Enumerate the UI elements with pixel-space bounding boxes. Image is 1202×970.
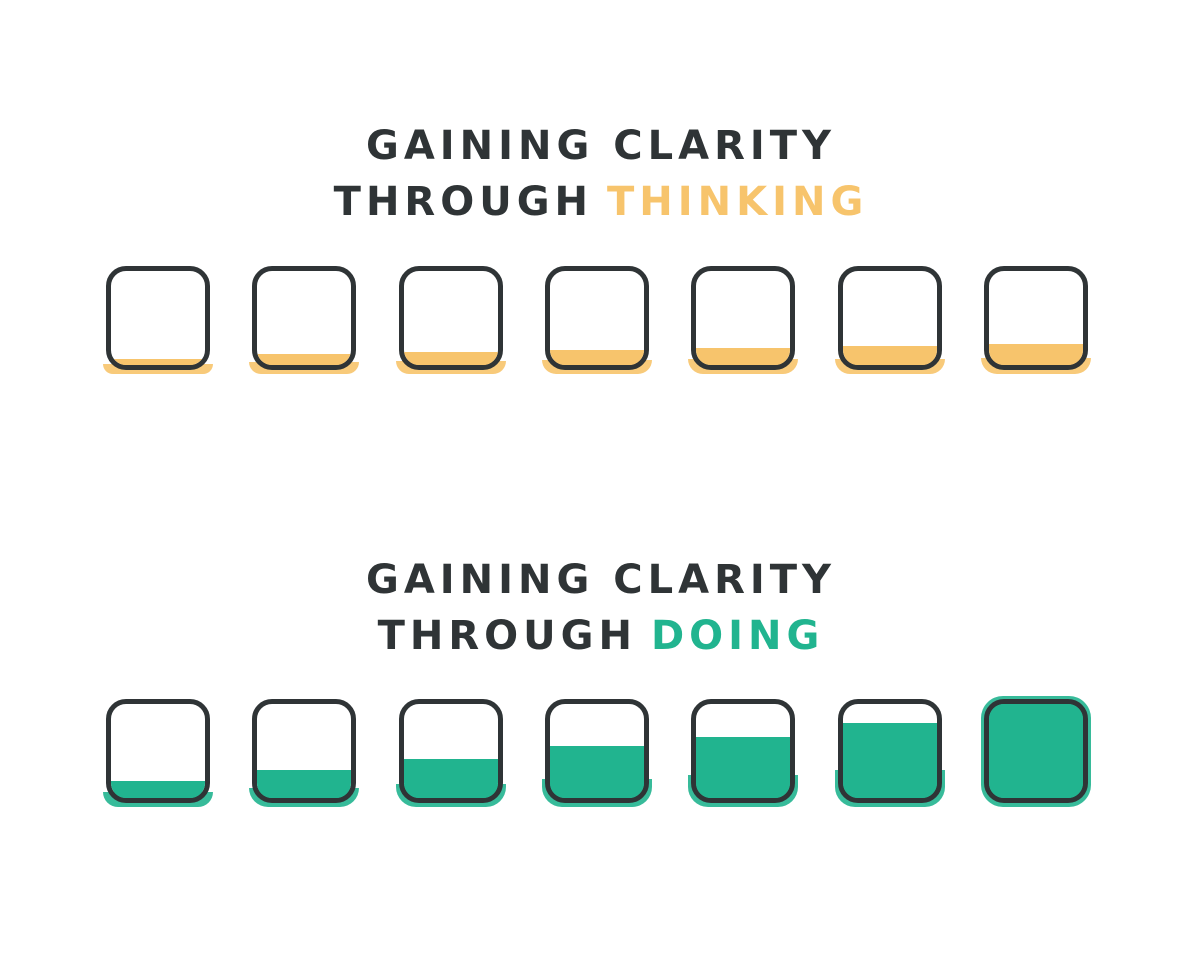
thinking-box-frame: [838, 266, 942, 370]
thinking-box-3: [396, 266, 506, 374]
doing-section: GAINING CLARITY THROUGH DOING: [0, 552, 1202, 807]
doing-heading-prefix: THROUGH: [377, 613, 637, 659]
doing-box-4: [542, 699, 652, 807]
thinking-box-frame: [252, 266, 356, 370]
doing-box-fill: [696, 737, 790, 798]
doing-box-fill: [843, 723, 937, 798]
thinking-box-fill: [404, 352, 498, 365]
thinking-box-frame: [545, 266, 649, 370]
doing-box-frame: [106, 699, 210, 803]
thinking-heading-prefix: THROUGH: [333, 179, 594, 225]
doing-box-6: [835, 699, 945, 807]
doing-box-frame: [838, 699, 942, 803]
thinking-box-fill: [696, 348, 790, 365]
thinking-section: GAINING CLARITY THROUGH THINKING: [0, 118, 1202, 374]
thinking-box-fill: [843, 346, 937, 365]
doing-box-1: [103, 699, 213, 807]
doing-box-frame: [545, 699, 649, 803]
thinking-heading: GAINING CLARITY THROUGH THINKING: [0, 118, 1202, 230]
doing-heading: GAINING CLARITY THROUGH DOING: [0, 552, 1202, 664]
doing-box-2: [249, 699, 359, 807]
thinking-box-fill: [989, 344, 1083, 365]
doing-box-frame: [252, 699, 356, 803]
doing-box-fill: [111, 781, 205, 798]
thinking-box-1: [103, 266, 213, 374]
doing-box-frame: [984, 699, 1088, 803]
thinking-box-fill: [550, 350, 644, 365]
thinking-box-frame: [106, 266, 210, 370]
doing-box-fill: [989, 704, 1083, 798]
doing-box-3: [396, 699, 506, 807]
doing-box-frame: [691, 699, 795, 803]
thinking-box-4: [542, 266, 652, 374]
doing-box-frame: [399, 699, 503, 803]
thinking-box-2: [249, 266, 359, 374]
thinking-box-7: [981, 266, 1091, 374]
thinking-box-frame: [399, 266, 503, 370]
doing-heading-accent: DOING: [650, 613, 825, 659]
doing-heading-line1: GAINING CLARITY: [366, 557, 836, 603]
doing-box-fill: [550, 746, 644, 798]
doing-box-5: [688, 699, 798, 807]
thinking-box-frame: [691, 266, 795, 370]
thinking-box-fill: [111, 359, 205, 365]
doing-box-7: [981, 696, 1091, 807]
thinking-box-fill: [257, 354, 351, 365]
thinking-box-frame: [984, 266, 1088, 370]
thinking-box-6: [835, 266, 945, 374]
doing-box-fill: [404, 759, 498, 798]
thinking-heading-line1: GAINING CLARITY: [366, 123, 836, 169]
doing-boxes: [103, 696, 1096, 809]
thinking-box-5: [688, 266, 798, 374]
thinking-heading-accent: THINKING: [607, 179, 869, 225]
doing-box-fill: [257, 770, 351, 798]
doing-heading-line2: THROUGH DOING: [0, 608, 1202, 664]
thinking-heading-line2: THROUGH THINKING: [0, 174, 1202, 230]
thinking-boxes: [103, 266, 1096, 376]
